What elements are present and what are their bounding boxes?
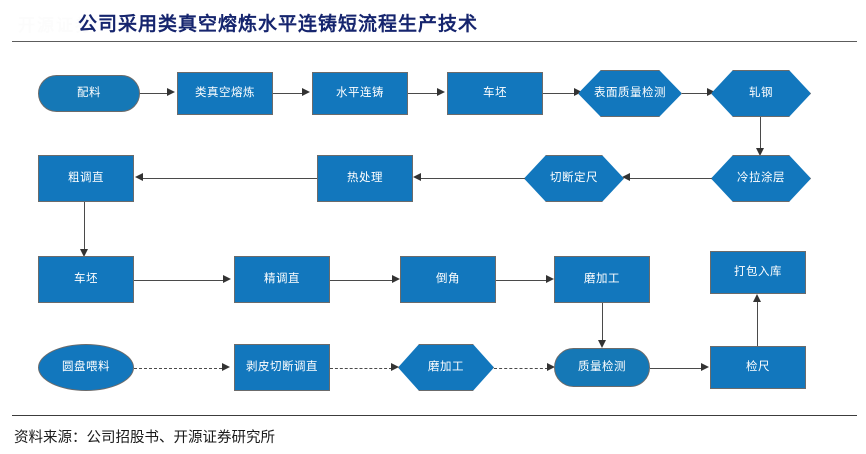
node-label: 圆盘喂料 xyxy=(62,361,110,374)
hexagon-shape xyxy=(711,70,811,117)
edge-n19-n20-arrowhead xyxy=(701,363,709,371)
edge-n2-n3-arrowhead xyxy=(302,88,310,96)
node-label: 粗调直 xyxy=(68,172,104,185)
edge-n5-n6-line xyxy=(682,92,708,94)
node-label: 打包入库 xyxy=(734,266,782,279)
edge-n12-n13-arrowhead xyxy=(392,275,400,283)
edge-n11-n12-line xyxy=(134,279,224,281)
edge-n20-n15-arrowhead xyxy=(753,294,761,302)
node-rechuli[interactable]: 热处理 xyxy=(317,155,413,202)
node-leizhenkongrongl[interactable]: 类真空熔炼 xyxy=(177,72,273,115)
node-label: 切断定尺 xyxy=(550,172,598,185)
edge-n4-n5-arrowhead xyxy=(574,88,582,96)
node-shuipingliazhu[interactable]: 水平连铸 xyxy=(312,72,408,115)
header-divider xyxy=(12,41,857,42)
node-label: 车坯 xyxy=(483,87,507,100)
edge-n13-n14-arrowhead xyxy=(546,275,554,283)
edge-n5-n6-arrowhead xyxy=(707,88,715,96)
node-bopiqieduantiaozhi[interactable]: 剥皮切断调直 xyxy=(234,344,330,391)
edge-n8-n7-line xyxy=(143,177,317,179)
edge-n1-n2-line xyxy=(140,92,168,94)
edge-n3-n4-arrowhead xyxy=(437,88,445,96)
node-dabaoruku[interactable]: 打包入库 xyxy=(710,251,806,294)
node-label: 磨加工 xyxy=(584,273,620,286)
node-zhagang[interactable]: 轧钢 xyxy=(711,70,811,117)
node-chepi-2[interactable]: 车坯 xyxy=(38,256,134,303)
node-label: 冷拉涂层 xyxy=(737,172,785,185)
edge-n16-n17-line xyxy=(134,367,222,369)
node-label: 检尺 xyxy=(746,361,770,374)
node-label: 精调直 xyxy=(264,273,300,286)
node-label: 配料 xyxy=(77,87,101,100)
node-biaomianzhiliangjiance[interactable]: 表面质量检测 xyxy=(578,70,682,117)
node-label: 车坯 xyxy=(74,273,98,286)
edge-n14-n19-line xyxy=(602,303,604,341)
edge-n20-n15-line xyxy=(757,300,759,347)
edge-n1-n2-arrowhead xyxy=(167,88,175,96)
node-chepi-1[interactable]: 车坯 xyxy=(447,72,543,115)
edge-n13-n14-line xyxy=(496,279,547,281)
edge-n19-n20-line xyxy=(650,367,702,369)
node-mojiagong-2[interactable]: 磨加工 xyxy=(398,344,494,391)
node-mojiagong-1[interactable]: 磨加工 xyxy=(554,256,650,303)
node-jianchi[interactable]: 检尺 xyxy=(710,346,806,389)
node-daojiao[interactable]: 倒角 xyxy=(400,256,496,303)
edge-n3-n4-line xyxy=(408,92,438,94)
hexagon-shape xyxy=(711,155,811,202)
node-label: 表面质量检测 xyxy=(594,87,666,100)
edge-n17-n18-arrowhead xyxy=(391,363,399,371)
edge-n6-n10-arrowhead xyxy=(756,148,764,156)
edge-n18-n19-line xyxy=(494,367,548,369)
edge-n4-n5-line xyxy=(543,92,575,94)
edge-n10-n9-arrowhead xyxy=(622,173,630,181)
edge-n18-n19-arrowhead xyxy=(547,363,555,371)
node-label: 轧钢 xyxy=(749,87,773,100)
edge-n2-n3-line xyxy=(273,92,303,94)
edge-n8-n7-arrowhead xyxy=(135,173,143,181)
node-zhiliangjiance[interactable]: 质量检测 xyxy=(554,348,650,387)
node-label: 剥皮切断调直 xyxy=(246,361,318,374)
node-label: 磨加工 xyxy=(428,361,464,374)
edge-n7-n11-arrowhead xyxy=(80,249,88,257)
edge-n14-n19-arrowhead xyxy=(598,340,606,348)
footer-divider xyxy=(12,415,857,416)
hexagon-shape xyxy=(398,344,494,391)
node-lenglatuceng[interactable]: 冷拉涂层 xyxy=(711,155,811,202)
node-yuanpanweiliao[interactable]: 圆盘喂料 xyxy=(38,344,134,391)
node-label: 倒角 xyxy=(436,273,460,286)
node-label: 类真空熔炼 xyxy=(195,87,255,100)
hexagon-shape xyxy=(578,70,682,117)
edge-n16-n17-arrowhead xyxy=(222,363,230,371)
watermark-logo: 开源证券 xyxy=(18,16,94,35)
page-title: 公司采用类真空熔炼水平连铸短流程生产技术 xyxy=(78,14,479,35)
edge-n7-n11-line xyxy=(84,202,86,250)
edge-n17-n18-line xyxy=(330,367,392,369)
edge-n9-n8-line xyxy=(421,177,525,179)
node-jingtiaozhi[interactable]: 精调直 xyxy=(234,256,330,303)
node-peiliao[interactable]: 配料 xyxy=(38,75,140,112)
edge-n11-n12-arrowhead xyxy=(223,275,231,283)
edge-n12-n13-line xyxy=(330,279,393,281)
edge-n10-n9-line xyxy=(630,177,712,179)
node-cutiaozhi[interactable]: 粗调直 xyxy=(38,155,134,202)
node-qieduandingchi[interactable]: 切断定尺 xyxy=(524,155,624,202)
edge-n6-n10-line xyxy=(760,117,762,149)
edge-n9-n8-arrowhead xyxy=(413,173,421,181)
node-label: 热处理 xyxy=(347,172,383,185)
node-label: 水平连铸 xyxy=(336,87,384,100)
source-note: 资料来源：公司招股书、开源证券研究所 xyxy=(14,430,275,446)
node-label: 质量检测 xyxy=(578,361,626,374)
